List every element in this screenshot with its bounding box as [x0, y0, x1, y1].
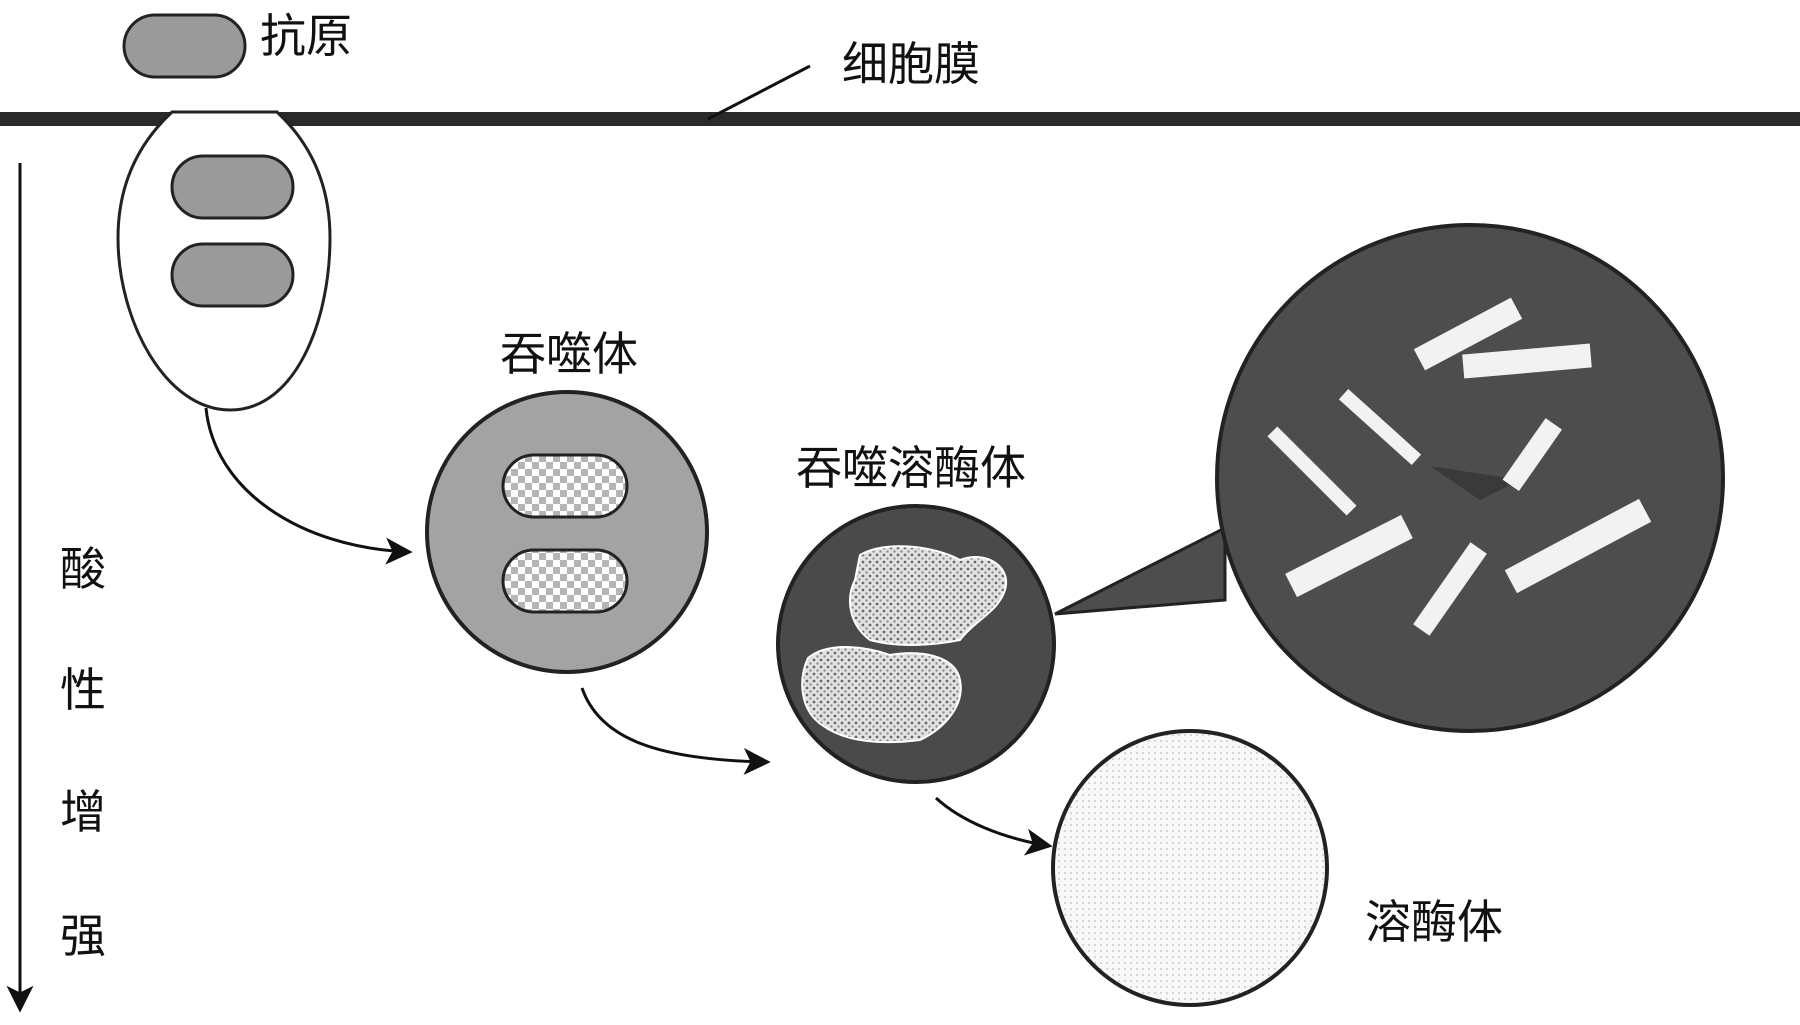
- digesting-debris: [801, 646, 962, 744]
- phagosome: [425, 390, 709, 674]
- antigen-label: 抗原: [260, 9, 352, 63]
- fragment-bar: [1413, 297, 1523, 371]
- lysosome: [1051, 729, 1329, 1007]
- lysosome-label: 溶酶体: [1365, 895, 1503, 949]
- digesting-debris: [849, 545, 1008, 646]
- zoom-callout-connector: [1054, 525, 1227, 616]
- phagolysosome-label: 吞噬溶酶体: [796, 441, 1026, 495]
- acidity-char: 增: [60, 785, 106, 839]
- fragment-bar: [1285, 514, 1413, 598]
- acidity-char: 酸: [60, 542, 106, 596]
- zoom-shadow: [1430, 466, 1520, 500]
- arrow-to-phagolysosome: [580, 687, 771, 776]
- phagosome-cargo: [501, 548, 629, 614]
- enzyme-fragments: [1267, 297, 1652, 636]
- cell-membrane: [0, 112, 1800, 126]
- arrow-to-phagosome: [204, 407, 413, 565]
- acidity-label: 酸 性 增 强: [60, 542, 106, 963]
- fragment-bar: [1413, 542, 1487, 636]
- cell-membrane-label: 细胞膜: [842, 37, 980, 91]
- internalized-antigen: [170, 242, 295, 308]
- antigen: [122, 13, 247, 79]
- acidity-char: 性: [60, 663, 106, 717]
- fragment-bar: [1504, 498, 1652, 594]
- phagosome-label: 吞噬体: [500, 327, 638, 381]
- internalized-antigen: [170, 154, 295, 220]
- fragment-bar: [1462, 343, 1592, 379]
- acidity-char: 强: [60, 909, 106, 963]
- phagosome-cargo: [501, 453, 629, 519]
- fragment-bar: [1267, 426, 1357, 516]
- fragment-bar: [1338, 389, 1422, 465]
- arrow-to-lysosome: [934, 796, 1053, 856]
- fragment-bar: [1502, 418, 1562, 492]
- cell-membrane-pointer-line: [707, 64, 811, 121]
